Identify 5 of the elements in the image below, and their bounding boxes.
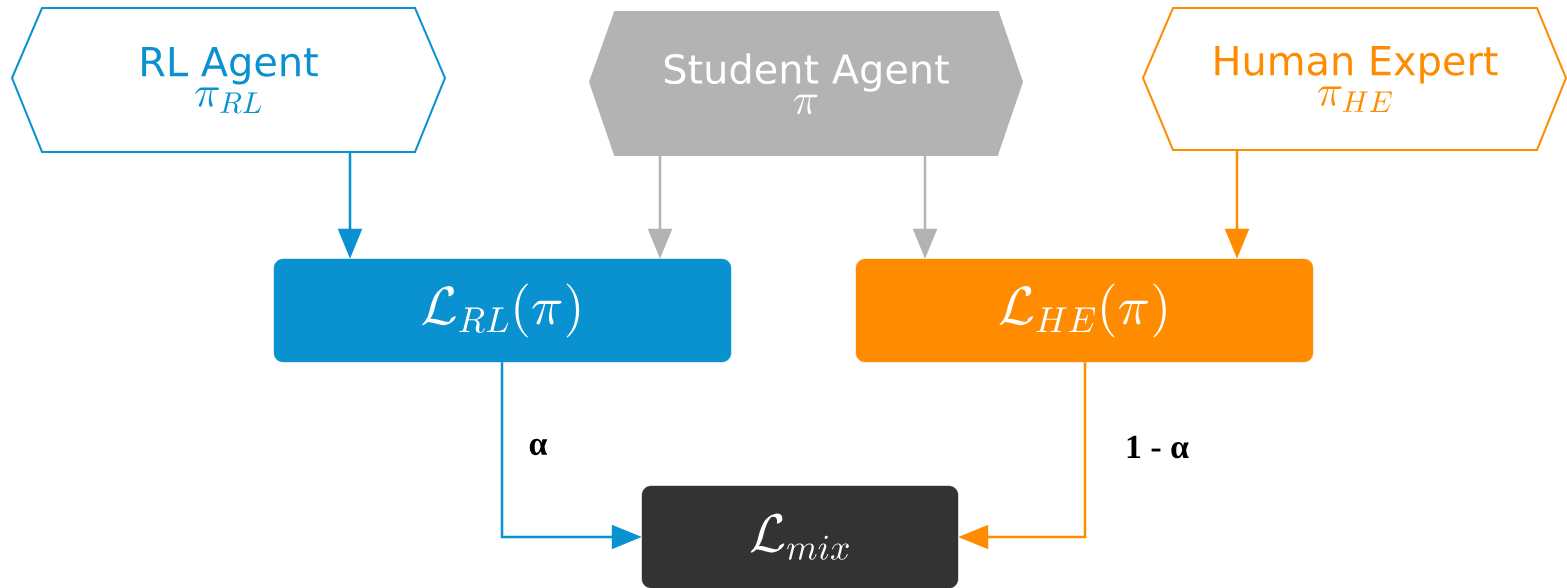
edge-label: α xyxy=(527,437,549,457)
loss-box: $\mathcal{L}_{HE}(\pi)$ xyxy=(855,258,1314,363)
loss-box: $\mathcal{L}_{RL}(\pi)$ xyxy=(273,258,732,363)
edge-label: 1 - α xyxy=(1124,434,1191,460)
loss-box: $\mathcal{L}_{mix}$ xyxy=(641,485,959,588)
